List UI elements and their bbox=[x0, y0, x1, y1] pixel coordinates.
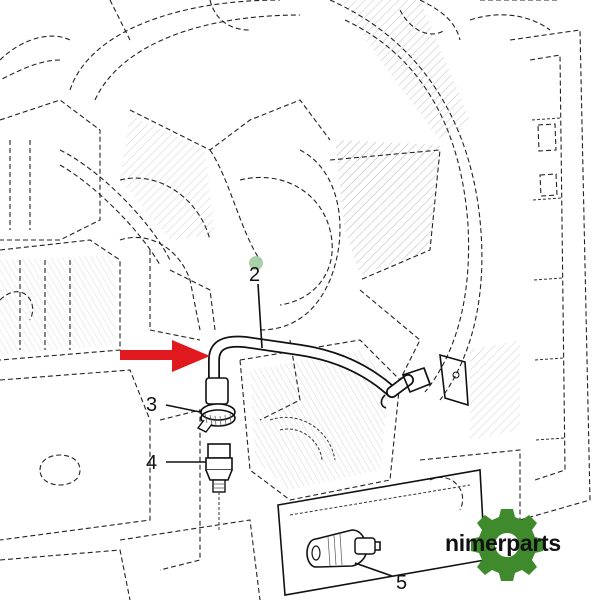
hose-part-2 bbox=[205, 335, 432, 409]
callout-2: 2 bbox=[249, 264, 260, 286]
marker-dot bbox=[249, 256, 263, 270]
clamp-part-3 bbox=[196, 403, 236, 433]
hose-bracket bbox=[439, 353, 469, 407]
callout-4: 4 bbox=[146, 452, 157, 474]
callout-5: 5 bbox=[396, 572, 407, 594]
red-pointer-arrow bbox=[120, 340, 210, 372]
gear-icon bbox=[471, 509, 543, 581]
switch-part-5 bbox=[306, 529, 381, 568]
callout-3: 3 bbox=[146, 394, 157, 416]
hatched-areas bbox=[0, 0, 520, 490]
watermark-text: nimerparts bbox=[445, 530, 561, 556]
leader-lines bbox=[165, 283, 393, 577]
sensor-part-4 bbox=[205, 443, 233, 530]
nimerparts-watermark: nimerparts bbox=[445, 509, 561, 581]
